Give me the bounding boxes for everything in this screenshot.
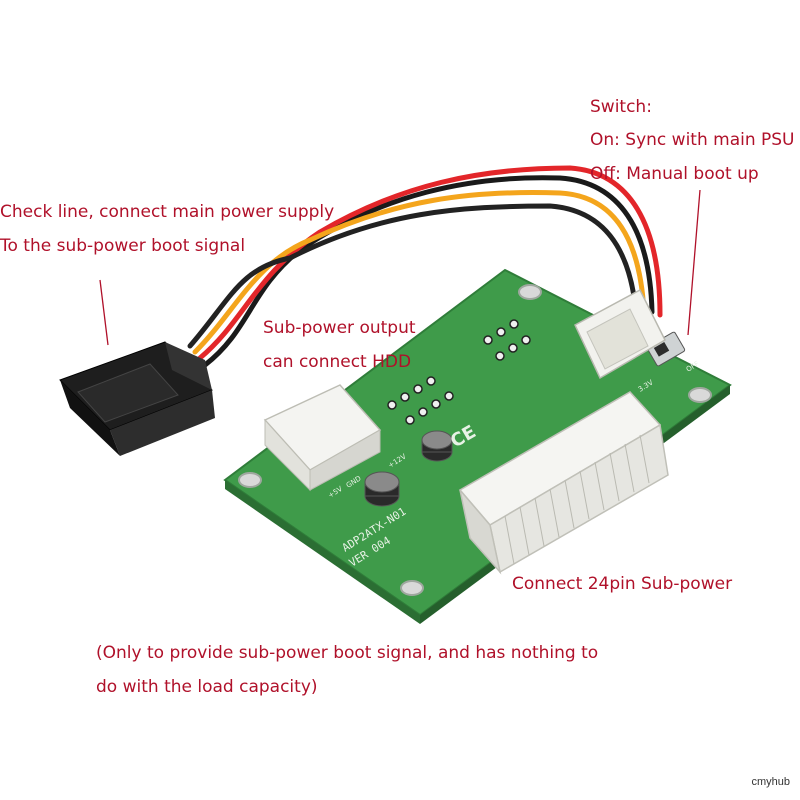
wire-yellow bbox=[192, 190, 647, 355]
check-line-text-2: To the sub-power boot signal bbox=[0, 236, 246, 257]
molex-hdd-connector bbox=[263, 384, 382, 492]
note-text-1: (Only to provide sub-power boot signal, … bbox=[96, 643, 599, 663]
switch-title: Switch: bbox=[590, 97, 652, 117]
check-line-annotation: Check line, connect main power supply To… bbox=[0, 202, 334, 257]
leader-check-line bbox=[99, 279, 109, 346]
atx-24pin-connector bbox=[458, 391, 669, 575]
wire-black-2 bbox=[187, 203, 639, 349]
pin-pads bbox=[387, 319, 531, 425]
switch-off-text: Off: Manual boot up bbox=[590, 163, 759, 184]
load-capacity-note: (Only to provide sub-power boot signal, … bbox=[96, 643, 598, 698]
check-line-text-1: Check line, connect main power supply bbox=[0, 202, 335, 222]
pcb-board: CE bbox=[223, 268, 732, 624]
sub-power-output-text-1: Sub-power output bbox=[263, 318, 416, 338]
mounting-holes bbox=[238, 284, 712, 596]
capacitor-1 bbox=[421, 430, 453, 462]
sata-power-connector bbox=[59, 341, 215, 456]
switch-on-text: On: Sync with main PSU bbox=[590, 130, 795, 151]
cable-connector-4pin bbox=[574, 288, 666, 380]
sub-power-output-annotation: Sub-power output can connect HDD bbox=[263, 318, 416, 373]
connect-24pin-annotation: Connect 24pin Sub-power bbox=[512, 574, 732, 594]
leader-lines bbox=[99, 189, 701, 346]
wire-black bbox=[202, 175, 655, 368]
connect-24pin-text: Connect 24pin Sub-power bbox=[512, 574, 733, 594]
capacitor-2 bbox=[364, 471, 400, 507]
cable-bundle bbox=[187, 165, 663, 368]
sub-power-output-text-2: can connect HDD bbox=[263, 352, 412, 373]
note-text-2: do with the load capacity) bbox=[96, 677, 318, 698]
watermark: cmyhub bbox=[751, 776, 790, 788]
leader-switch bbox=[687, 189, 701, 336]
switch-annotation: Switch: On: Sync with main PSU Off: Manu… bbox=[590, 97, 795, 184]
wire-red bbox=[197, 165, 663, 361]
